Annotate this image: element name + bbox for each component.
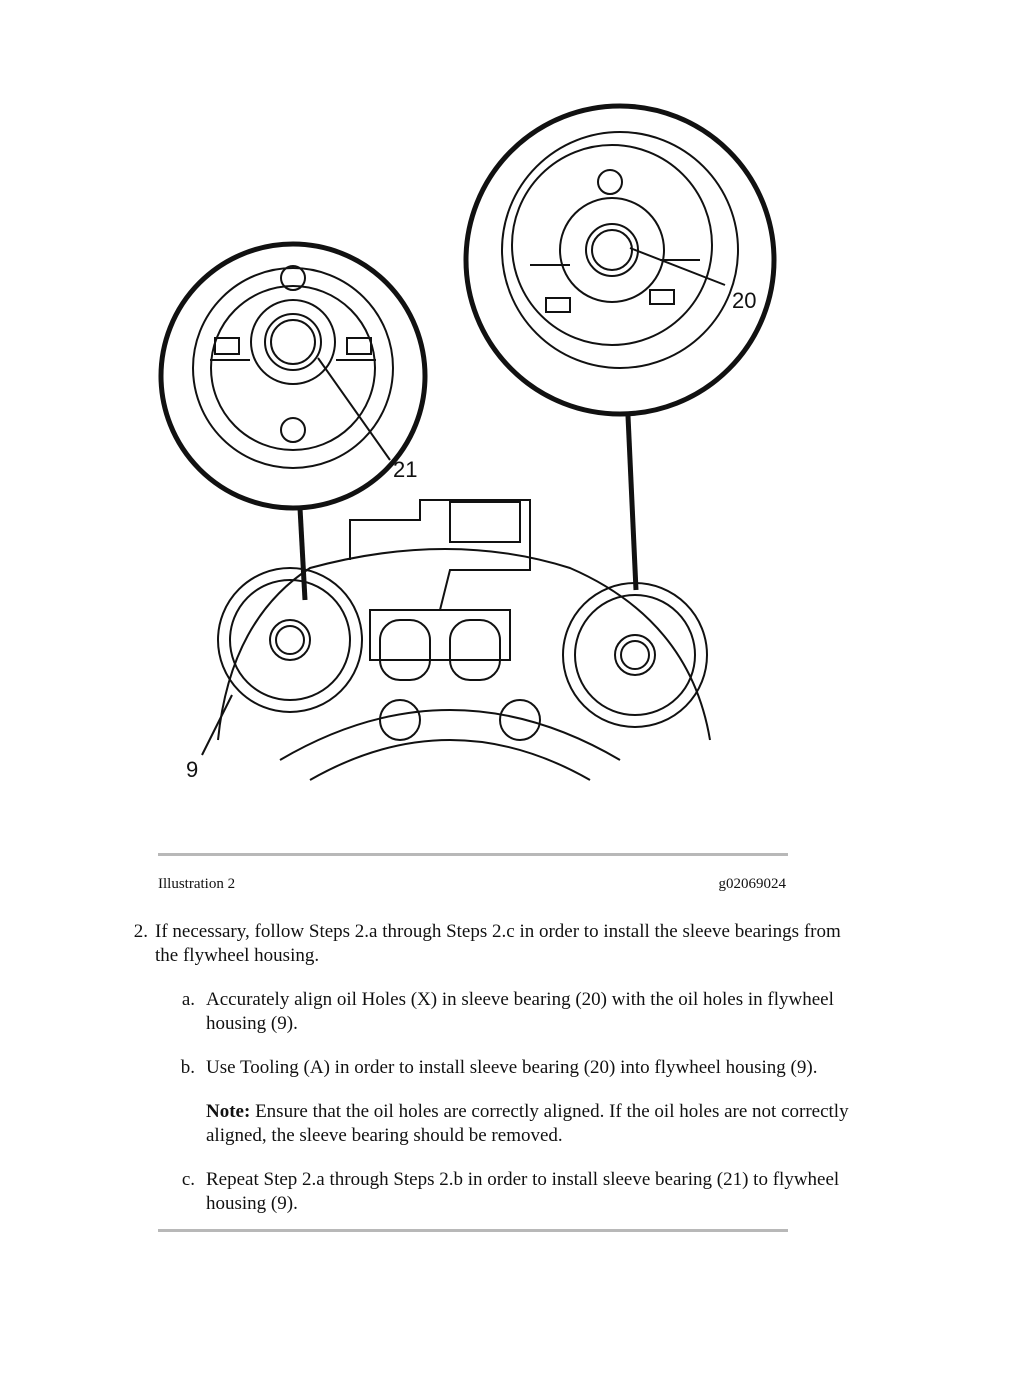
substep-b-letter: b. — [180, 1057, 195, 1078]
note-text-line2: aligned, the sleeve bearing should be re… — [206, 1125, 563, 1146]
substep-c-letter: c. — [181, 1169, 195, 1190]
substep-a-line2: housing (9). — [206, 1013, 298, 1034]
section-bottom-rule — [158, 1229, 788, 1232]
substep-b-line1: Use Tooling (A) in order to install slee… — [206, 1057, 818, 1078]
step-2-text-line1: If necessary, follow Steps 2.a through S… — [155, 921, 841, 942]
note-line1: Note: Ensure that the oil holes are corr… — [206, 1100, 849, 1124]
substep-c-line2: housing (9). — [206, 1193, 298, 1214]
left-detail-circle — [158, 241, 428, 511]
illustration-caption: Illustration 2 — [158, 876, 236, 892]
right-detail-circle — [463, 103, 777, 417]
callout-21: 21 — [393, 457, 417, 482]
substep-a-line1: Accurately align oil Holes (X) in sleeve… — [206, 989, 834, 1010]
note-text-line1: Ensure that the oil holes are correctly … — [250, 1101, 849, 1122]
flywheel-housing-illustration: 21 20 9 — [158, 103, 777, 782]
caption-top-rule — [158, 853, 788, 856]
callout-20: 20 — [732, 288, 756, 313]
substep-c-line1: Repeat Step 2.a through Steps 2.b in ord… — [206, 1169, 840, 1190]
step-2-text-line2: the flywheel housing. — [155, 945, 320, 966]
substep-a-letter: a. — [181, 989, 195, 1010]
note-label: Note: — [206, 1101, 251, 1122]
callout-9: 9 — [186, 757, 198, 782]
graphic-id: g02069024 — [718, 876, 787, 892]
step-number: 2. — [133, 921, 148, 942]
